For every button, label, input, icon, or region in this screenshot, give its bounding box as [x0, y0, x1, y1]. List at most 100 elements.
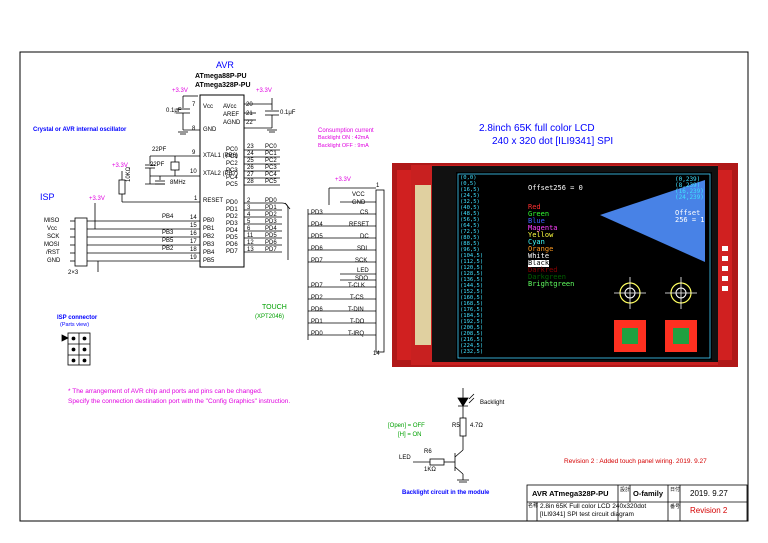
- avr-pin-xtal2: XTAL2 (PB7): [203, 171, 238, 177]
- avr-port-d-net-7: PD7: [265, 247, 277, 253]
- avr-port-d-net-4: PD4: [265, 226, 277, 232]
- isp-net-3: PB2: [162, 246, 174, 252]
- touch-sub: (XPT2046): [255, 314, 285, 320]
- lcd-color-name: White: [528, 252, 550, 260]
- lcd-net-reset: PD4: [311, 222, 323, 228]
- avr-port-c-num-4: 27: [247, 172, 254, 178]
- isp-net-1: PB3: [162, 230, 174, 236]
- isp-connector-label: ISP connector: [57, 315, 98, 321]
- lcd-left-coord: (224,5): [460, 343, 484, 349]
- lcd-pin-label-cs: CS: [360, 210, 369, 216]
- lcd-left-coord: (232,5): [460, 349, 484, 355]
- lcd-pin-14: 14: [373, 351, 380, 357]
- avr-vcc-rail: +3.3V: [172, 88, 188, 94]
- isp-pin-mosi: MOSI: [44, 242, 60, 248]
- lcd-right-coord-3: (24,239): [675, 194, 704, 201]
- avr-port-c-num-2: 25: [247, 158, 254, 164]
- avr-port-c-net-3: PC3: [265, 165, 277, 171]
- lcd-pin-label-tdin: T-DIN: [348, 307, 364, 313]
- lcd-pin-label-tdo: T-DO: [350, 319, 365, 325]
- lcd-color-name: Yellow: [528, 231, 554, 239]
- lcd-connector: [307, 187, 385, 353]
- avr-port-d-4: PD4: [226, 228, 238, 234]
- avr-pin-num-22: 22: [246, 120, 253, 126]
- lcd-color-name: Darkred: [528, 266, 558, 274]
- avr-port-b-num-4: 18: [190, 247, 197, 253]
- note-line-2: Specify the connection destination port …: [68, 398, 291, 405]
- cap2-value: 0.1μF: [280, 110, 296, 116]
- lcd-left-coord: (128,5): [460, 271, 484, 277]
- isp-pin-gnd: GND: [47, 258, 61, 264]
- avr-port-c-3: PC3: [226, 168, 238, 174]
- lcd-left-coord: (64,5): [460, 223, 480, 229]
- avr-pin-num-7: 7: [192, 102, 196, 108]
- lcd-color-name: Cyan: [528, 238, 545, 246]
- backlight-r6: R6: [424, 449, 432, 455]
- lcd-color-name: Red: [528, 203, 541, 211]
- lcd-left-coord: (80,5): [460, 235, 480, 241]
- isp-resistor: 10KΩ: [126, 166, 132, 182]
- isp-pin-sck: SCK: [47, 234, 60, 240]
- lcd-pin-label-sck: SCK: [355, 258, 368, 264]
- avr-port-d-num-4: 6: [247, 226, 251, 232]
- lcd-net-cs: PD3: [311, 210, 323, 216]
- lcd-color-name: Darkgreen: [528, 273, 566, 281]
- avr-port-b-2: PB2: [203, 234, 215, 240]
- lcd-left-coord: (120,5): [460, 265, 484, 271]
- lcd-left-coord: (200,5): [460, 325, 484, 331]
- lcd-net-sdi: PD6: [311, 246, 323, 252]
- avr-pin-xtal1: XTAL1 (PB6): [203, 153, 238, 159]
- avr-port-d-num-1: 3: [247, 205, 251, 211]
- avr-port-d-2: PD2: [226, 214, 238, 220]
- consumption-line-1: Backlight ON : 42mA: [318, 135, 370, 141]
- lcd-color-name: Orange: [528, 245, 554, 253]
- avr-chip-body: [199, 94, 245, 268]
- title-block-revision: Revision 2: [690, 506, 728, 515]
- avr-port-c-num-0: 23: [247, 144, 254, 150]
- avr-port-d-num-0: 2: [247, 198, 251, 204]
- isp-title: ISP: [40, 192, 55, 202]
- lcd-left-coord: (0,5): [460, 181, 477, 187]
- backlight-r5-val: 4.7Ω: [470, 423, 483, 429]
- avr-port-d-net-2: PD2: [265, 212, 277, 218]
- lcd-left-coord: (72,5): [460, 229, 480, 235]
- avr-port-d-net-0: PD0: [265, 198, 277, 204]
- lcd-right-coord-2: (16,239): [675, 188, 704, 195]
- lcd-left-coord: (112,5): [460, 259, 484, 265]
- isp-net-0: PB4: [162, 214, 174, 220]
- oscillator-note: Crystal or AVR internal oscillator: [33, 127, 127, 133]
- isp-grid-size: 2×3: [68, 270, 79, 276]
- avr-pin-num-10: 10: [190, 169, 197, 175]
- isp-pin-rst: /RST: [46, 250, 60, 256]
- avr-port-b-3: PB3: [203, 242, 215, 248]
- osc-cap2: 22PF: [150, 162, 165, 168]
- title-block-designer: O-family: [633, 489, 664, 498]
- avr-port-c-2: PC2: [226, 161, 238, 167]
- avr-port-c-net-0: PC0: [265, 144, 277, 150]
- title-block-name-label: 名称: [528, 503, 539, 509]
- lcd-left-coord: (0,0): [460, 175, 477, 181]
- avr-chip-name-2: ATmega328P-PU: [195, 82, 251, 89]
- avr-port-c-num-1: 24: [247, 151, 254, 157]
- lcd-left-coord: (56,5): [460, 217, 480, 223]
- avr-chip-name-1: ATmega88P-PU: [195, 73, 247, 80]
- avr-pin-gnd: GND: [203, 127, 217, 133]
- avr-port-d-1: PD1: [226, 207, 238, 213]
- backlight-circuit: [413, 388, 475, 483]
- avr-pin-reset: RESET: [203, 198, 224, 204]
- avr-port-b-5: PB5: [203, 258, 215, 264]
- backlight-r5: R5: [452, 423, 460, 429]
- lcd-left-coord: (192,5): [460, 319, 484, 325]
- lcd-pin-label-tclk: T-CLK: [348, 283, 366, 289]
- lcd-pin-label-led: LED: [357, 268, 369, 274]
- isp-vcc-top: +3.3V: [112, 163, 128, 169]
- lcd-net-sck: PD7: [311, 258, 323, 264]
- lcd-pin-label-sdi: SDI: [357, 246, 368, 252]
- avr-pin-num-8: 8: [192, 126, 196, 132]
- revision-note: Revision 2 : Added touch panel wiring. 2…: [564, 458, 707, 465]
- lcd-net-tdin: PD6: [311, 307, 323, 313]
- oscillator-circuit: [145, 155, 200, 185]
- lcd-left-coord: (152,5): [460, 289, 484, 295]
- avr-port-c-4: PC4: [226, 175, 238, 181]
- backlight-led-net: LED: [399, 455, 411, 461]
